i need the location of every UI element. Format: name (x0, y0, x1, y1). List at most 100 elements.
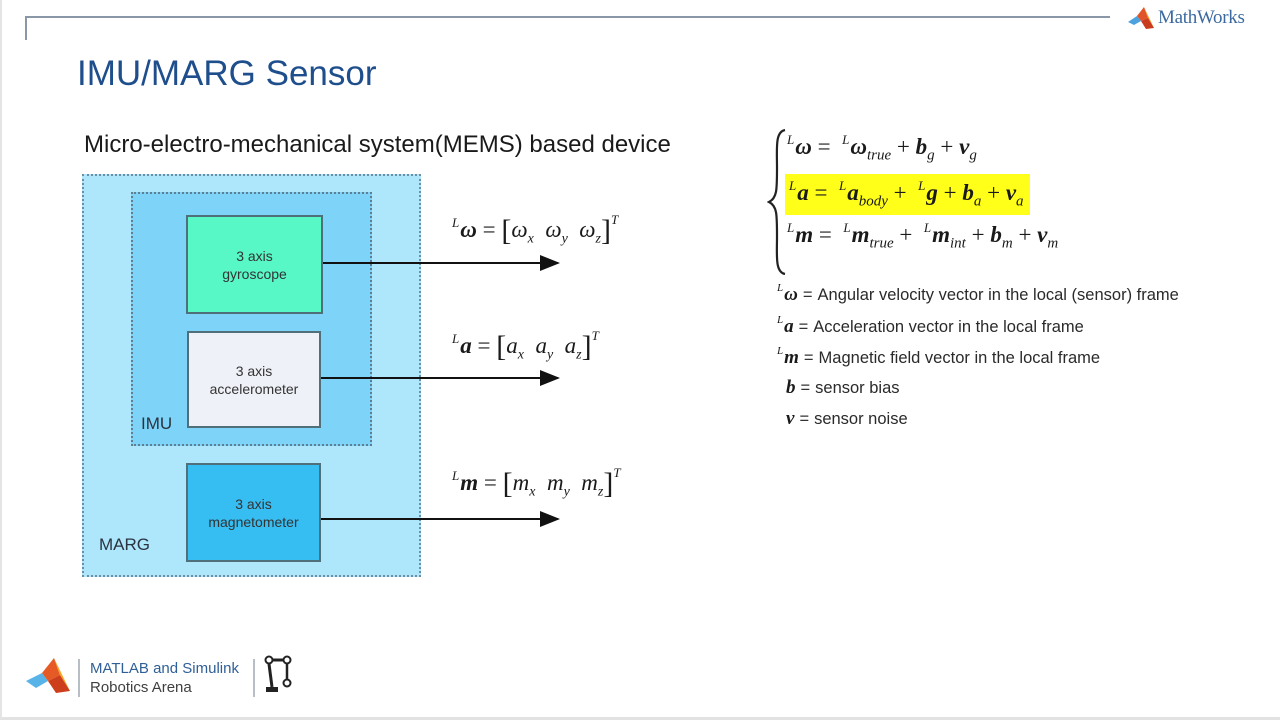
right-bracket: ] (601, 214, 611, 247)
noise-symbol: v (1005, 180, 1017, 205)
plus-sign: + (899, 222, 913, 247)
gyroscope-model-equation: Lω = Lωtrue + bg + vg (787, 132, 977, 165)
component: m (512, 470, 530, 495)
magnetometer-output-equation: Lm = [mx my mz]T (452, 465, 621, 501)
plus-sign: + (893, 180, 907, 205)
component-sub: z (595, 231, 601, 247)
term-sub: a (973, 193, 982, 210)
bias-symbol: b (990, 222, 1002, 247)
magnetometer-line1: 3 axis (235, 495, 272, 512)
component-sub: y (546, 347, 554, 363)
membrane-logo-icon (1128, 7, 1154, 29)
subtitle: Micro-electro-mechanical system(MEMS) ba… (84, 131, 671, 158)
legend-item: Lm = Magnetic field vector in the local … (777, 345, 1179, 377)
a-symbol: a (460, 333, 472, 358)
frame-superscript: L (923, 220, 932, 235)
legend-item: Lω = Angular velocity vector in the loca… (777, 282, 1179, 314)
component: a (506, 333, 518, 358)
frame-superscript: L (452, 331, 460, 346)
component: a (535, 333, 547, 358)
page-title: IMU/MARG Sensor (77, 54, 377, 93)
mathworks-logo: MathWorks (1128, 6, 1245, 30)
equals-sign: = (800, 378, 811, 397)
component-sub: y (561, 231, 568, 247)
symbol-legend: Lω = Angular velocity vector in the loca… (777, 282, 1179, 440)
legend-item: La = Acceleration vector in the local fr… (777, 314, 1179, 346)
legend-text: Magnetic field vector in the local frame (818, 349, 1101, 367)
footer-divider (78, 658, 80, 697)
legend-symbol: b (786, 376, 796, 398)
magnetometer-model-equation: Lm = Lmtrue + Lmint + bm + vm (787, 220, 1058, 253)
legend-item: b = sensor bias (777, 377, 1179, 409)
term-sub: int (950, 235, 966, 252)
magnetometer-line2: magnetometer (208, 513, 299, 530)
equals-sign: = (799, 410, 810, 428)
frame-superscript: L (789, 178, 797, 193)
legend-symbol: m (784, 347, 799, 368)
left-brace-icon (767, 128, 786, 276)
term-sub: true (866, 147, 892, 164)
legend-text: sensor bias (815, 378, 900, 397)
plus-sign: + (1018, 222, 1032, 247)
legend-symbol: a (784, 315, 794, 337)
header-rule-tick (25, 16, 27, 40)
term-symbol: m (851, 222, 870, 247)
equals-sign: = (817, 134, 831, 159)
component: a (564, 333, 577, 358)
frame-superscript: L (787, 220, 795, 235)
lhs-symbol: ω (795, 134, 812, 159)
accelerometer-output-equation: La = [ax ay az]T (452, 328, 599, 364)
omega-symbol: ω (460, 217, 477, 242)
mathworks-wordmark: MathWorks (1158, 7, 1245, 28)
frame-superscript: L (918, 178, 926, 193)
left-bracket: [ (502, 467, 513, 500)
lhs-symbol: a (797, 180, 809, 205)
term-sub: g (927, 147, 935, 164)
header-rule (25, 16, 1110, 18)
equals-sign: = (798, 317, 809, 336)
term-symbol: m (932, 222, 951, 247)
robot-arm-icon (263, 655, 293, 700)
accelerometer-line2: accelerometer (209, 380, 299, 397)
frame-superscript: L (452, 468, 460, 483)
term-symbol: a (847, 180, 859, 205)
lhs-symbol: m (795, 222, 814, 247)
right-bracket: ] (603, 467, 614, 500)
frame-superscript: L (777, 282, 784, 294)
gravity-symbol: g (926, 180, 938, 205)
component: ω (545, 217, 562, 242)
frame-superscript: L (842, 132, 850, 147)
term-sub: m (1047, 235, 1059, 252)
marg-label: MARG (99, 535, 150, 554)
frame-superscript: L (843, 220, 851, 235)
noise-symbol: v (1037, 222, 1048, 247)
footer: MATLAB and Simulink Robotics Arena (26, 655, 293, 700)
equals-sign: = (483, 470, 497, 495)
component: ω (579, 217, 596, 242)
frame-superscript: L (777, 345, 784, 357)
legend-symbol: ω (784, 284, 798, 305)
component-sub: z (597, 484, 604, 500)
footer-product: MATLAB and Simulink (90, 659, 239, 677)
legend-symbol: v (786, 408, 795, 429)
matlab-logo-icon (26, 655, 72, 700)
equals-sign: = (814, 180, 828, 205)
frame-superscript: L (787, 132, 795, 147)
term-sub: true (869, 235, 894, 252)
legend-text: Angular velocity vector in the local (se… (817, 286, 1179, 304)
equals-sign: = (482, 217, 496, 242)
equals-sign: = (818, 222, 832, 247)
footer-series: Robotics Arena (90, 678, 192, 696)
legend-text: Acceleration vector in the local frame (813, 317, 1084, 336)
component-sub: x (517, 347, 524, 363)
frame-superscript: L (777, 313, 784, 326)
bias-symbol: b (962, 180, 974, 205)
plus-sign: + (987, 180, 1001, 205)
component-sub: y (563, 484, 570, 500)
equals-sign: = (477, 333, 491, 358)
term-symbol: ω (850, 134, 867, 159)
transpose-mark: T (613, 465, 621, 480)
plus-sign: + (971, 222, 985, 247)
component-sub: x (529, 484, 536, 500)
equals-sign: = (803, 349, 814, 367)
